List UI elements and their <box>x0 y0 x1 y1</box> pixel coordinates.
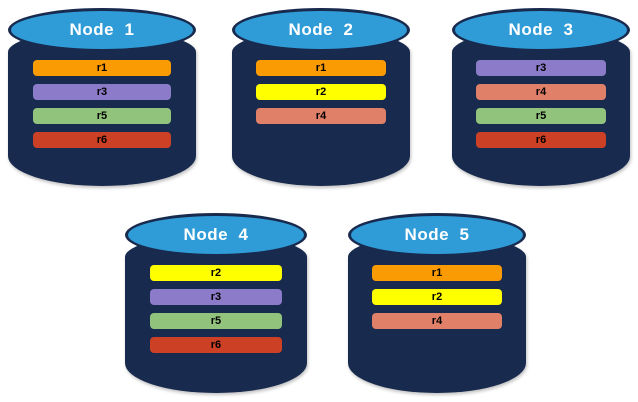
cylinder-top-ellipse <box>125 213 307 257</box>
cylinder-top-ellipse <box>8 8 196 52</box>
shard-list: r1 r3 r5 r6 <box>8 60 196 148</box>
shard-bar[interactable]: r4 <box>372 313 502 329</box>
shard-bar[interactable]: r3 <box>149 289 283 305</box>
shard-bar[interactable]: r6 <box>149 337 283 353</box>
shard-bar[interactable]: r4 <box>256 108 386 124</box>
shard-bar[interactable]: r5 <box>476 108 606 124</box>
cylinder-top-ellipse <box>452 8 630 52</box>
shard-bar[interactable]: r6 <box>476 132 606 148</box>
shard-list: r2 r3 r5 r6 <box>125 265 307 353</box>
shard-bar[interactable]: r3 <box>476 60 606 76</box>
shard-bar[interactable]: r3 <box>33 84 171 100</box>
shard-list: r1 r2 r4 <box>348 265 526 329</box>
shard-list: r3 r4 r5 r6 <box>452 60 630 148</box>
shard-bar[interactable]: r5 <box>33 108 171 124</box>
shard-bar[interactable]: r1 <box>256 60 386 76</box>
shard-bar[interactable]: r2 <box>149 265 283 281</box>
shard-bar[interactable]: r6 <box>33 132 171 148</box>
shard-bar[interactable]: r2 <box>372 289 502 305</box>
shard-bar[interactable]: r1 <box>33 60 171 76</box>
cylinder-top-ellipse <box>232 8 410 52</box>
shard-bar[interactable]: r5 <box>149 313 283 329</box>
cylinder-top-ellipse <box>348 213 526 257</box>
shard-bar[interactable]: r1 <box>372 265 502 281</box>
shard-list: r1 r2 r4 <box>232 60 410 124</box>
shard-bar[interactable]: r4 <box>476 84 606 100</box>
shard-bar[interactable]: r2 <box>256 84 386 100</box>
